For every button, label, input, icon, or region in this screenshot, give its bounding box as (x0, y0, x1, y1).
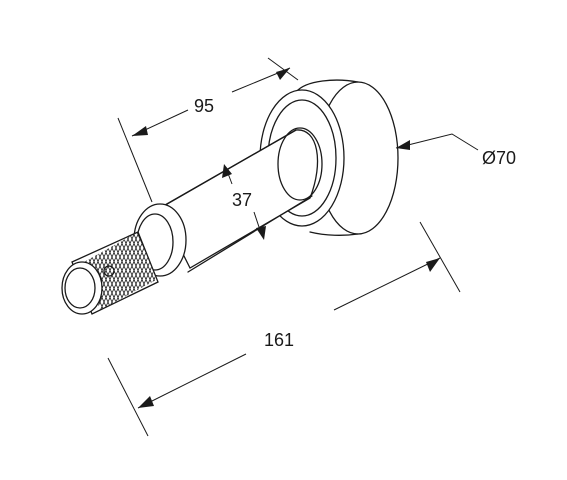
knurl-line (28, 230, 68, 320)
main-shaft (159, 127, 323, 273)
knurl-line (24, 230, 64, 320)
pin-hole-icon (103, 265, 115, 277)
knurl-line (95, 232, 137, 310)
dimension-37: 37 (222, 164, 266, 240)
label-95: 95 (194, 96, 214, 116)
knurl-line (24, 230, 64, 320)
dimension-161: 161 (107, 221, 461, 437)
label-d70: Ø70 (482, 148, 516, 168)
knurl-line (20, 230, 60, 320)
dimension-95: 95 (117, 57, 299, 203)
label-37: 37 (232, 190, 252, 210)
dimension-d70: Ø70 (395, 133, 516, 168)
knurl-line (28, 230, 68, 320)
knurl-line (99, 232, 141, 310)
knurl-line (135, 232, 156, 310)
label-161: 161 (264, 330, 294, 350)
knurl-line (20, 230, 60, 320)
